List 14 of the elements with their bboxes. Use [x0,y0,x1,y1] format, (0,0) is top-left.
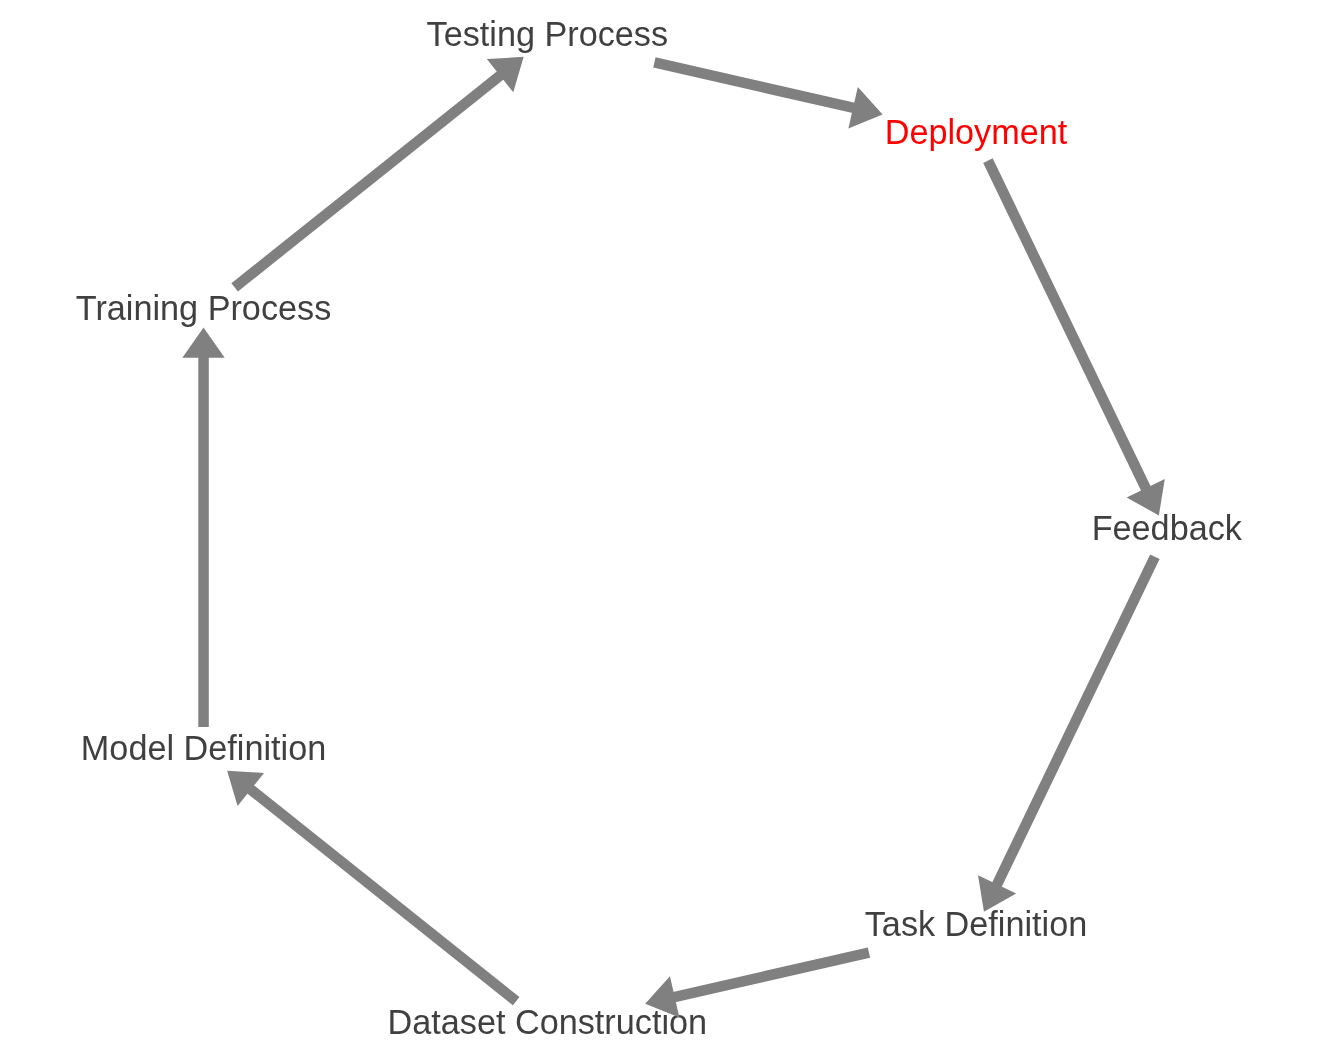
node-text: Dataset Construction [387,1003,708,1042]
arrow [182,327,225,727]
node-text: Deployment [884,113,1068,152]
node-text: Training Process [75,289,332,328]
arrow [983,158,1165,516]
node-text: Testing Process [426,15,669,54]
arrow [227,770,520,1006]
arrow [978,554,1160,912]
node-text: Model Definition [80,729,327,768]
arrow [645,947,871,1018]
arrow [231,56,524,292]
node-text: Feedback [1091,509,1242,548]
arrow [653,57,883,129]
node-text: Task Definition [864,905,1088,944]
